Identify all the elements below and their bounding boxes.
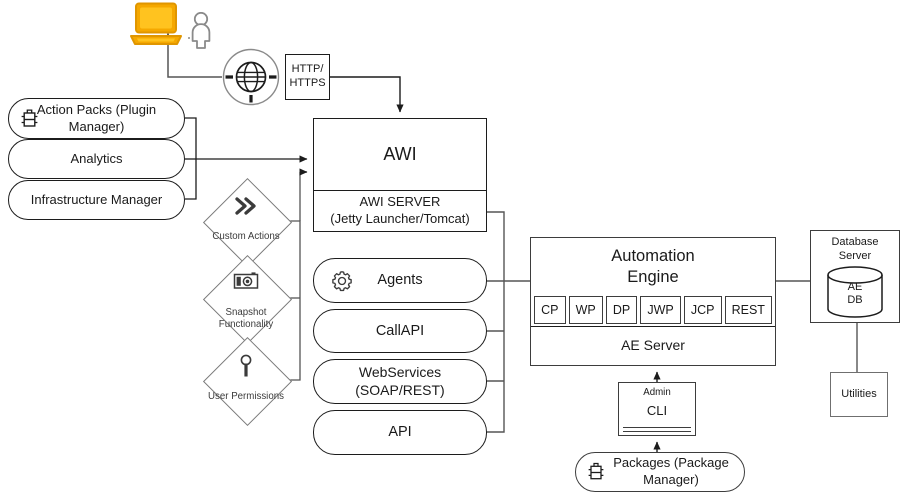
packages-box[interactable]: Packages (Package Manager) [575, 452, 745, 492]
action-packs-label: Action Packs (Plugin Manager) [36, 101, 157, 134]
person-icon [188, 12, 211, 49]
cli-divider-bottom [623, 431, 691, 432]
action-packs-box[interactable]: Action Packs (Plugin Manager) [8, 98, 185, 139]
awi-server-label: AWI SERVER (Jetty Launcher/Tomcat) [330, 193, 470, 226]
laptop-icon [130, 2, 182, 45]
port-jcp[interactable]: JCP [683, 296, 722, 324]
awi-title-area: AWI [314, 119, 486, 190]
database-server-box[interactable]: Database Server AE DB [810, 230, 900, 323]
package-icon [21, 108, 38, 127]
analytics-label: Analytics [70, 150, 123, 166]
port-rest[interactable]: REST [724, 296, 772, 324]
awi-title: AWI [383, 143, 417, 164]
automation-engine-ports: CP WP DP JWP JCP REST [531, 296, 775, 324]
custom-actions-label: Custom Actions [212, 231, 280, 242]
user-permissions-diamond[interactable]: User Permissions [202, 336, 292, 426]
database-server-title: Database Server [831, 236, 879, 262]
cli-divider-top [623, 427, 691, 428]
port-cp[interactable]: CP [534, 296, 566, 324]
cli-label: CLI [646, 403, 668, 418]
awi-server-area: AWI SERVER (Jetty Launcher/Tomcat) [314, 190, 486, 231]
analytics-box[interactable]: Analytics [8, 139, 185, 179]
globe-icon [222, 48, 280, 106]
callapi-box[interactable]: CallAPI [313, 309, 487, 353]
admin-label: Admin [643, 387, 671, 398]
admin-cli-box[interactable]: Admin CLI [618, 382, 696, 436]
port-dp[interactable]: DP [605, 296, 638, 324]
double-chevron-icon [235, 197, 256, 215]
database-cylinder-icon [827, 266, 883, 318]
webservices-box[interactable]: WebServices (SOAP/REST) [313, 359, 487, 404]
api-label: API [388, 424, 412, 441]
key-icon [240, 354, 252, 377]
webservices-label: WebServices (SOAP/REST) [355, 363, 445, 398]
infrastructure-manager-box[interactable]: Infrastructure Manager [8, 180, 185, 220]
snapshot-functionality-label: Snapshot Functionality [218, 307, 274, 330]
diamond-shape [202, 336, 292, 426]
automation-engine-title-area: Automation Engine [531, 238, 775, 296]
awi-box[interactable]: AWI AWI SERVER (Jetty Launcher/Tomcat) [313, 118, 487, 232]
utilities-label: Utilities [841, 388, 877, 401]
infrastructure-manager-label: Infrastructure Manager [30, 191, 163, 207]
diamond-shape [202, 177, 292, 267]
custom-actions-diamond[interactable]: Custom Actions [202, 177, 292, 267]
ae-server-area: AE Server [531, 326, 775, 365]
port-jwp[interactable]: JWP [640, 296, 681, 324]
agents-box[interactable]: Agents [313, 258, 487, 303]
port-wp[interactable]: WP [568, 296, 603, 324]
agents-label: Agents [377, 272, 423, 289]
snapshot-functionality-diamond[interactable]: Snapshot Functionality [202, 254, 292, 344]
awi-divider [314, 190, 486, 191]
gear-icon [332, 270, 352, 291]
automation-engine-divider [531, 326, 775, 327]
automation-engine-box[interactable]: Automation Engine CP WP DP JWP JCP REST … [530, 237, 776, 366]
callapi-label: CallAPI [375, 322, 425, 339]
automation-engine-title: Automation Engine [611, 246, 695, 286]
api-box[interactable]: API [313, 410, 487, 455]
utilities-box[interactable]: Utilities [830, 372, 888, 417]
package-icon [588, 462, 604, 480]
user-permissions-label: User Permissions [208, 391, 284, 402]
camera-icon [233, 272, 259, 289]
ae-server-label: AE Server [621, 336, 685, 353]
